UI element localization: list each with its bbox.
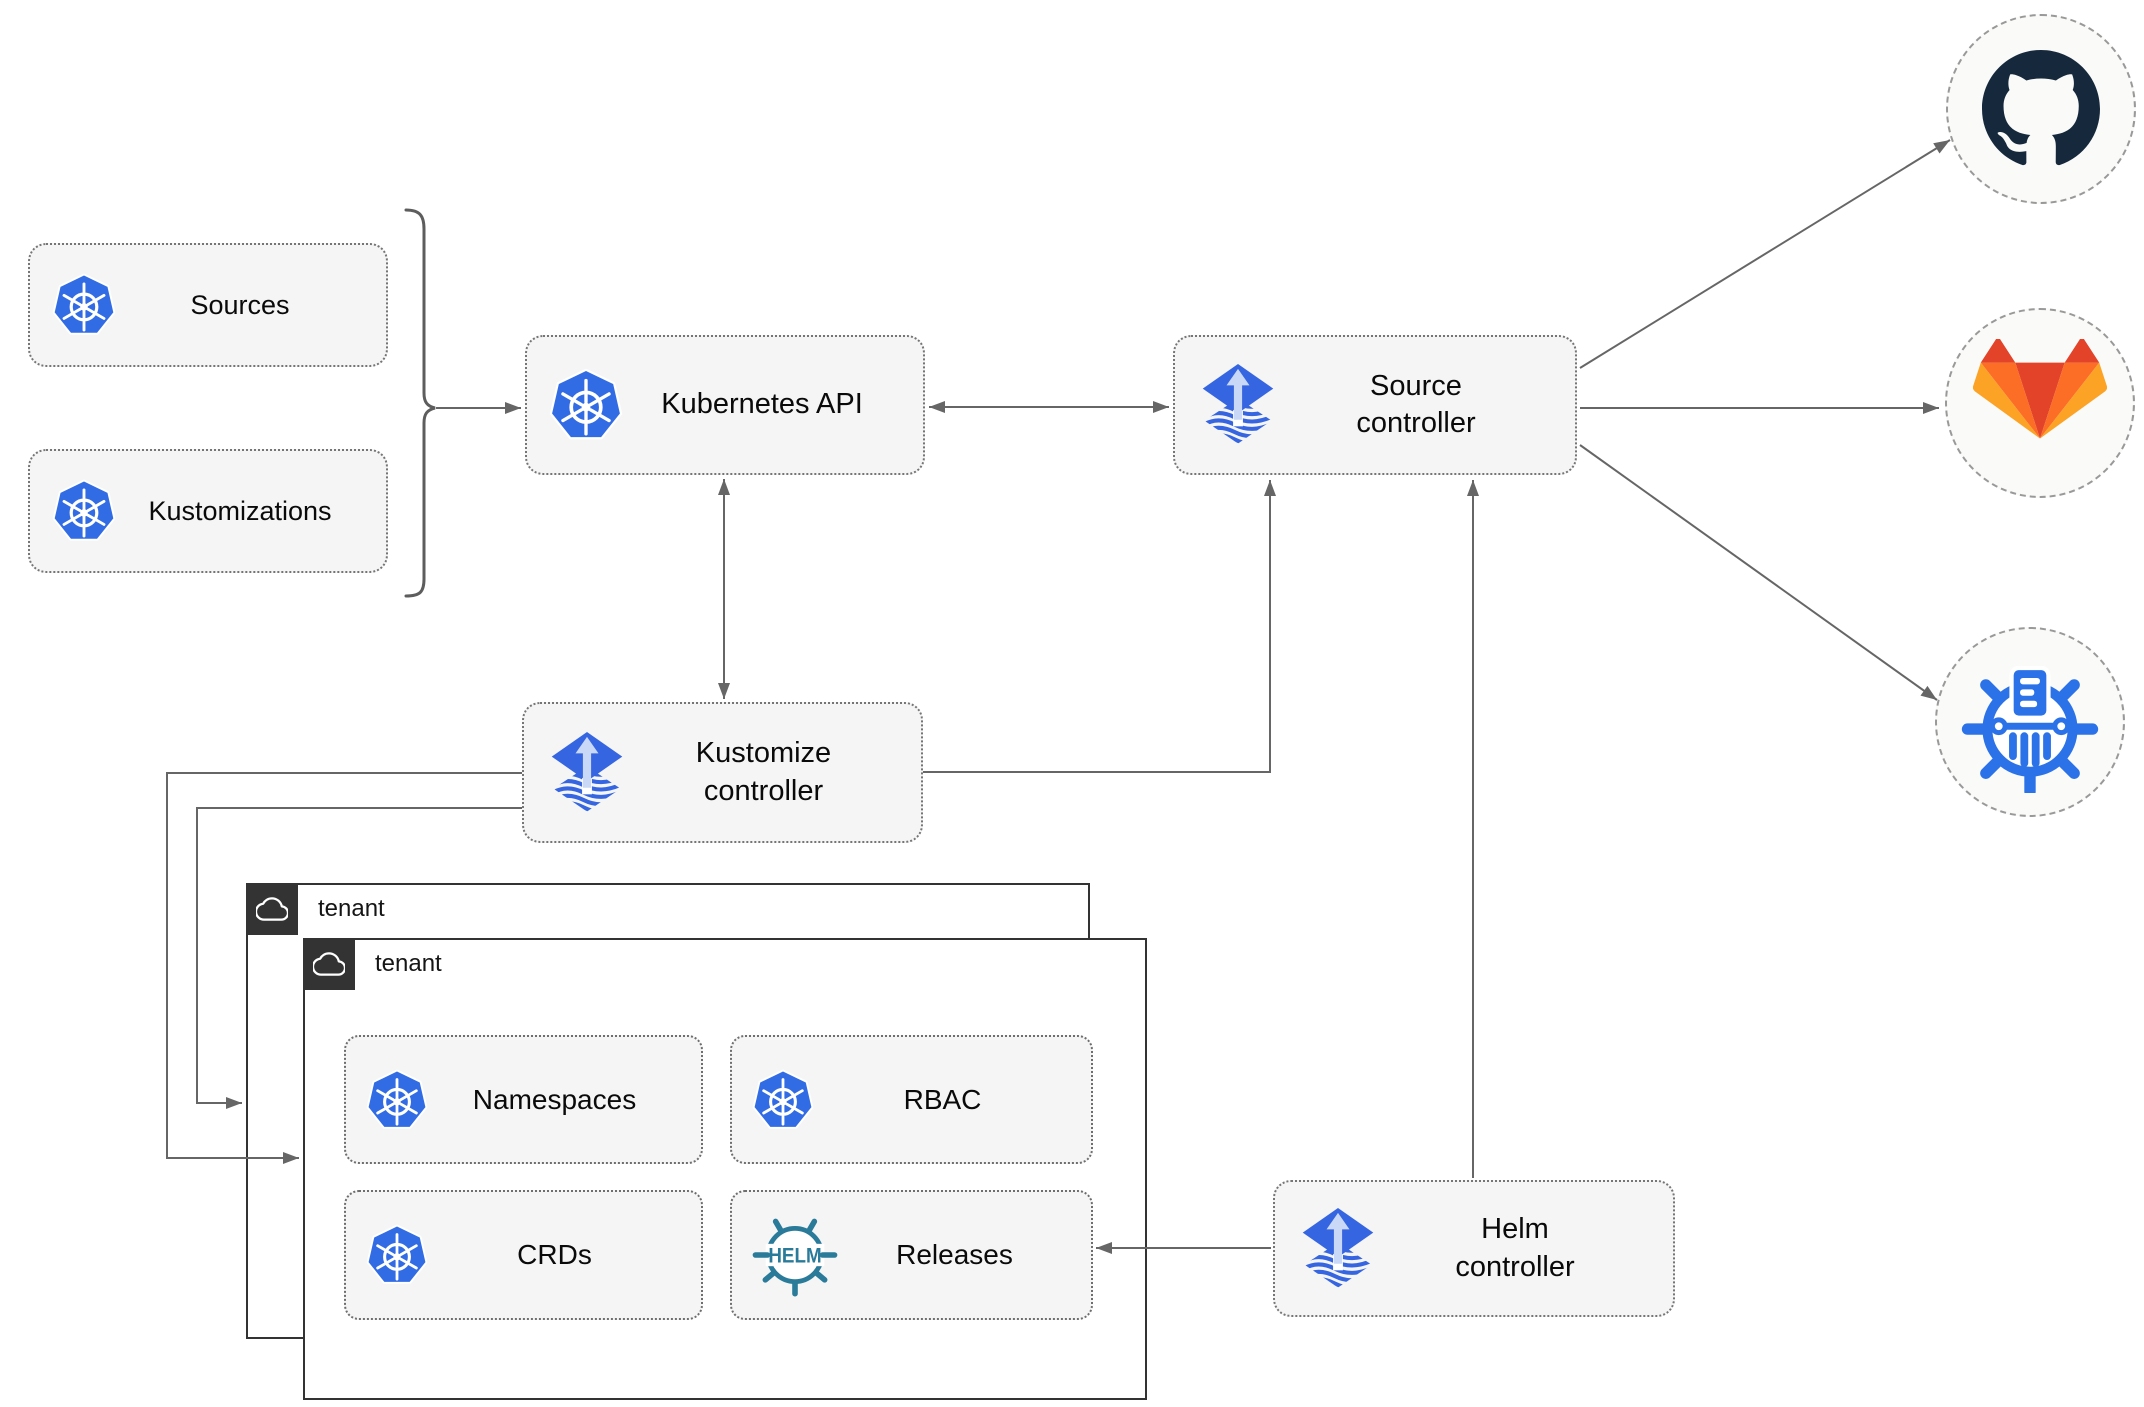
flux-logo-icon: [546, 729, 628, 817]
helm-logo-icon: [752, 1212, 838, 1298]
rbac-label: RBAC: [903, 1083, 982, 1115]
sources-box: Sources: [28, 243, 388, 367]
grouping-brace: [404, 208, 436, 598]
cloud-icon: [256, 893, 288, 925]
kustomizations-box: Kustomizations: [28, 449, 388, 573]
gitlab-target: [1945, 308, 2135, 498]
github-logo-icon: [1982, 50, 2100, 168]
kubernetes-api-box: Kubernetes API: [525, 335, 925, 475]
tenant-box-front: tenant Namespaces RBAC CRDs Releases: [303, 938, 1147, 1400]
helm-controller-label: Helm controller: [1455, 1213, 1575, 1283]
kustomize-controller-box: Kustomize controller: [522, 702, 923, 843]
kubernetes-api-label: Kubernetes API: [661, 388, 863, 421]
releases-label: Releases: [896, 1239, 1013, 1270]
tenant-tab: [303, 938, 355, 990]
tenant-label: tenant: [375, 950, 442, 977]
sources-label: Sources: [190, 289, 290, 320]
tenant-tab: [246, 883, 298, 935]
kubernetes-logo-icon: [366, 1224, 428, 1286]
kubernetes-logo-icon: [549, 368, 623, 442]
chartmuseum-target: [1935, 627, 2125, 817]
github-target: [1946, 14, 2136, 204]
gitlab-logo-icon: [1973, 339, 2107, 467]
helm-controller-box: Helm controller: [1273, 1180, 1675, 1317]
source-controller-label: Source controller: [1356, 369, 1476, 439]
kubernetes-logo-icon: [52, 273, 116, 337]
arrow-source-to-github: [1579, 139, 1951, 369]
kubernetes-logo-icon: [752, 1069, 814, 1131]
kustomize-controller-label: Kustomize controller: [695, 737, 832, 807]
crds-label: CRDs: [517, 1239, 592, 1270]
kustomizations-label: Kustomizations: [148, 495, 332, 526]
namespaces-label: Namespaces: [472, 1083, 637, 1115]
crds-box: CRDs: [344, 1190, 703, 1320]
kubernetes-logo-icon: [52, 479, 116, 543]
cloud-icon: [313, 948, 345, 980]
source-controller-box: Source controller: [1173, 335, 1577, 475]
chartmuseum-logo-icon: [1959, 651, 2101, 793]
arrow-source-to-chartmuseum: [1579, 444, 1938, 701]
arrow-kustomize-to-source: [923, 480, 1276, 773]
kubernetes-logo-icon: [366, 1069, 428, 1131]
flux-logo-icon: [1197, 361, 1279, 449]
flux-logo-icon: [1297, 1205, 1379, 1293]
releases-box: Releases: [730, 1190, 1093, 1320]
rbac-box: RBAC: [730, 1035, 1093, 1164]
namespaces-box: Namespaces: [344, 1035, 703, 1164]
tenant-label: tenant: [318, 895, 385, 922]
